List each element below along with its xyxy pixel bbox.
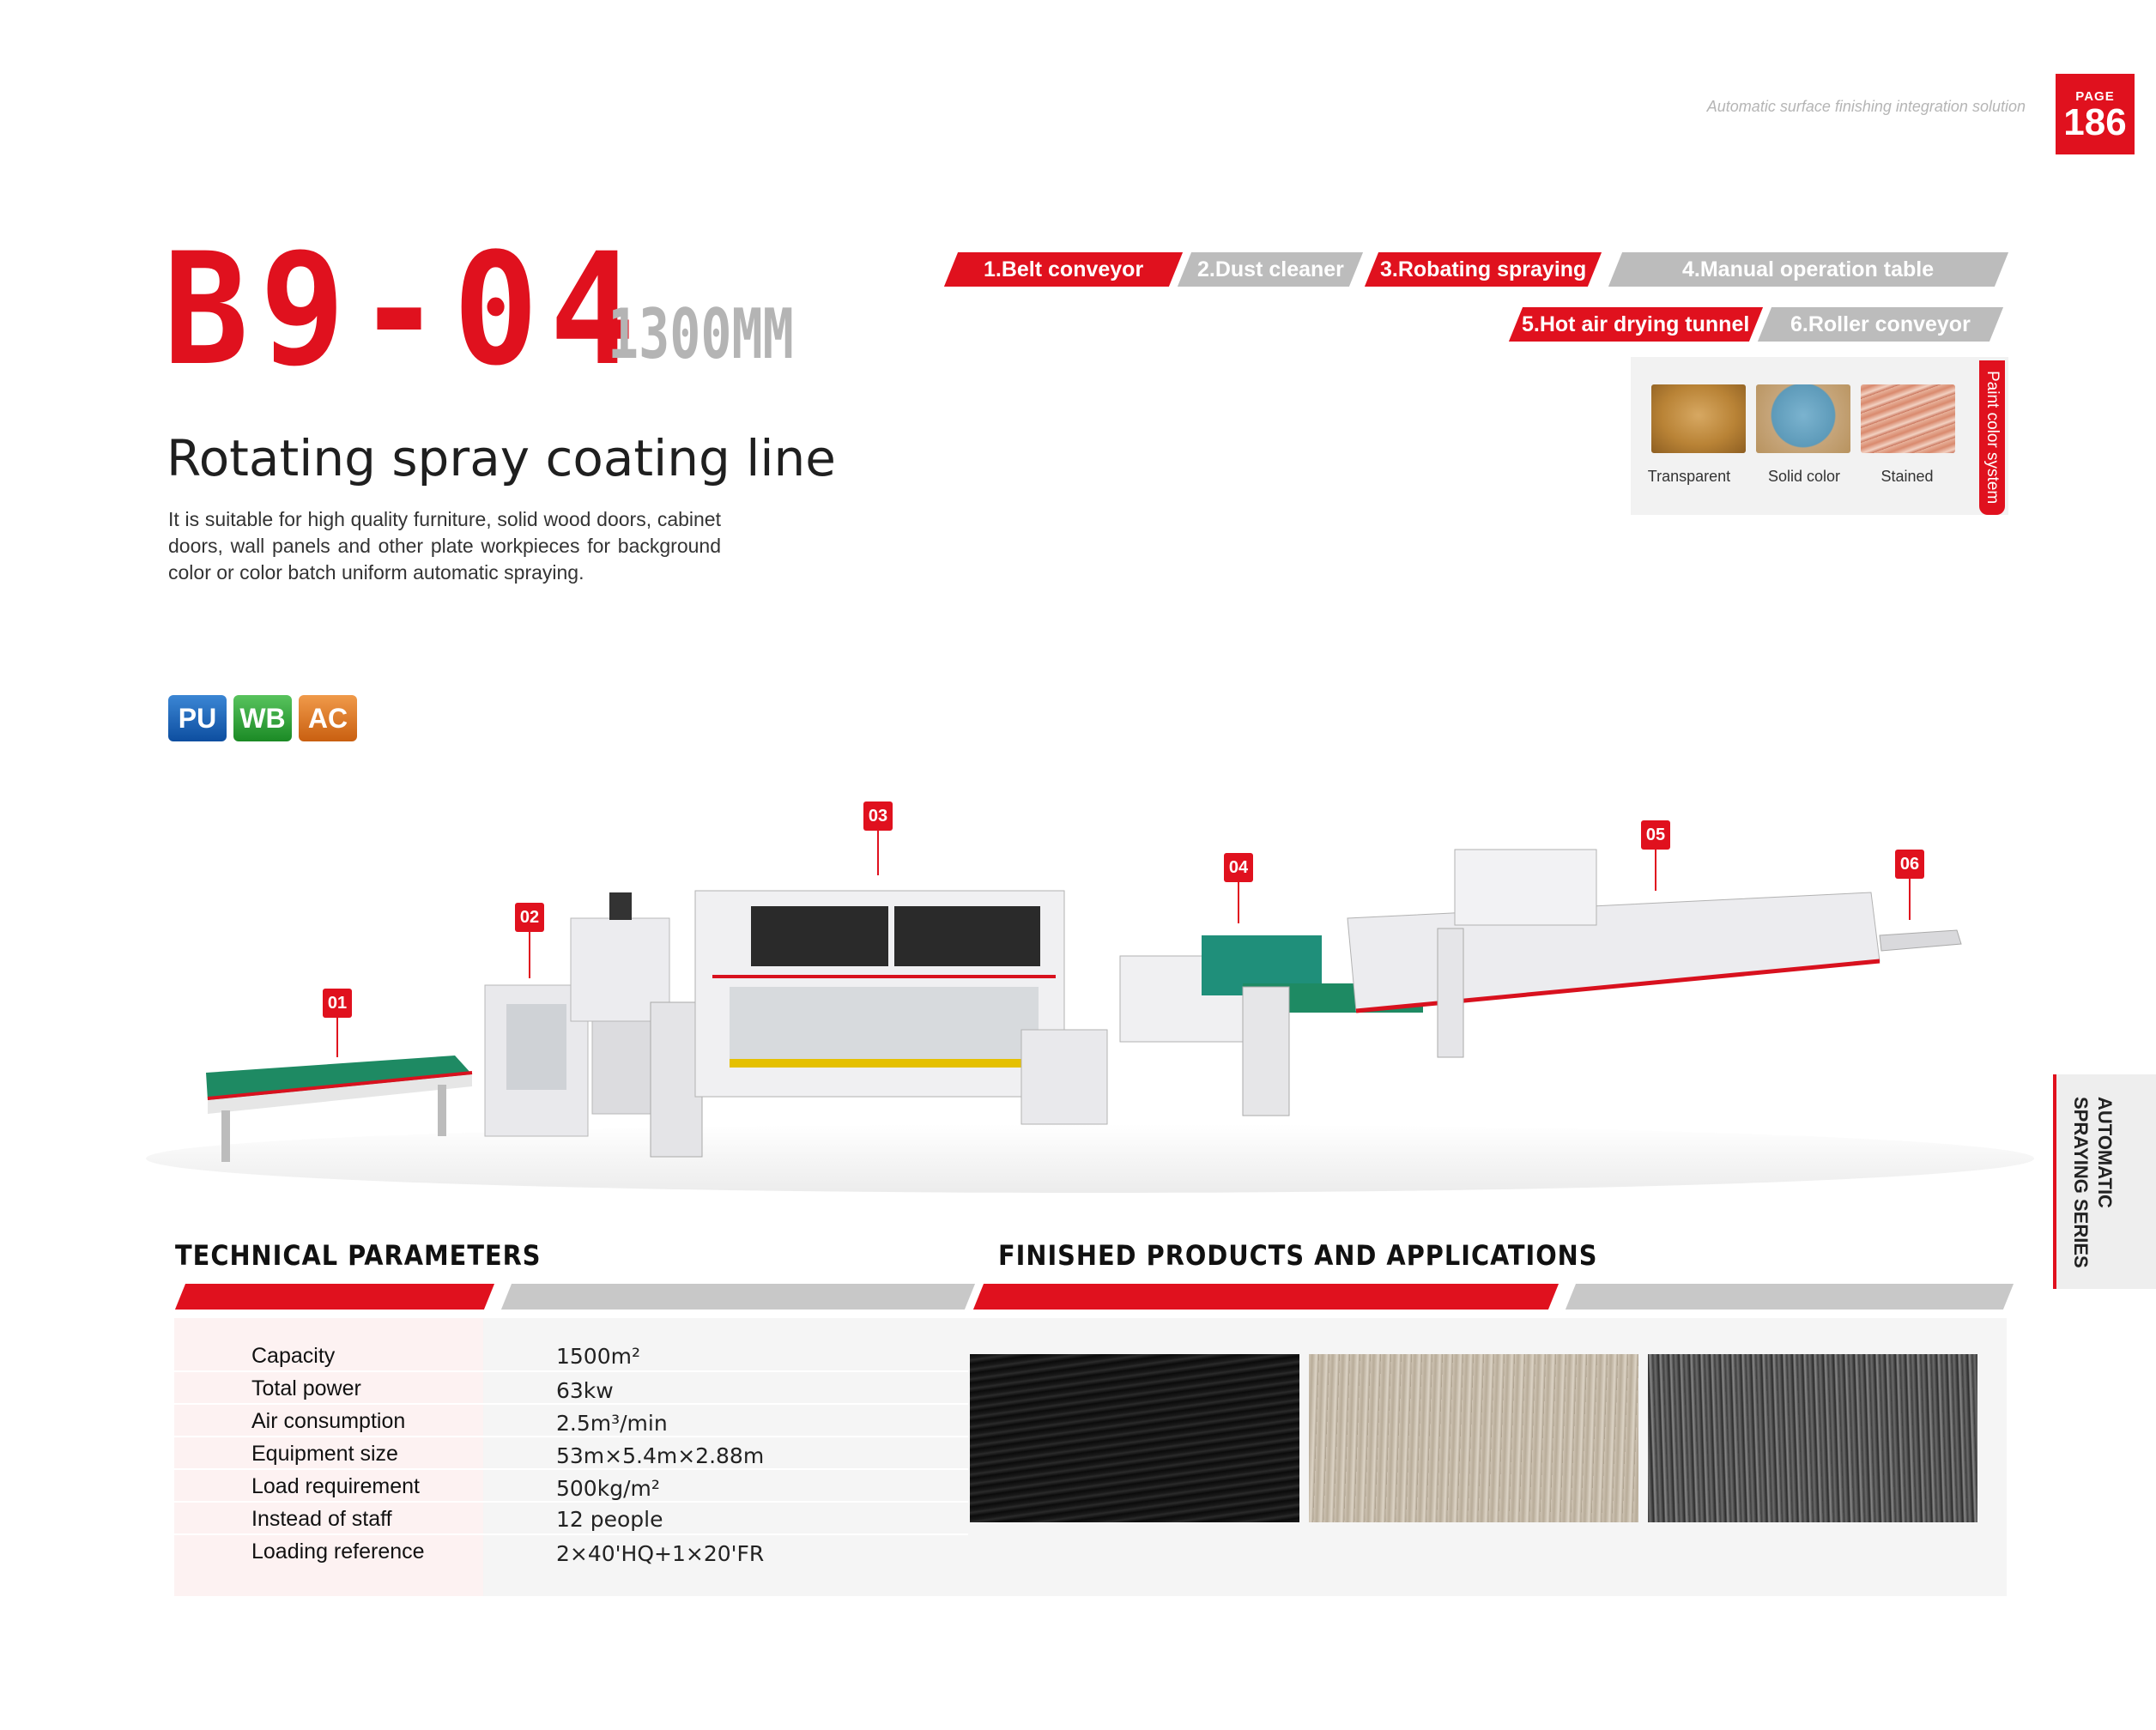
process-step-1: 1.Belt conveyor (943, 252, 1184, 287)
param-label: Equipment size (251, 1442, 398, 1466)
grey-oak-panel-image (1648, 1354, 1977, 1522)
wb-badge: WB (233, 695, 292, 741)
model-size: 1300MM (608, 294, 794, 374)
pu-badge: PU (168, 695, 227, 741)
ac-badge: AC (299, 695, 357, 741)
light-oak-panel-image (1309, 1354, 1638, 1522)
products-red-band (972, 1284, 1559, 1310)
page-label: PAGE (2075, 89, 2115, 104)
series-side-tab (2053, 1074, 2156, 1289)
param-value: 2×40'HQ+1×20'FR (556, 1541, 765, 1566)
param-value: 500kg/m² (556, 1476, 660, 1501)
process-step-3: 3.Robating spraying (1364, 252, 1602, 287)
process-step-6: 6.Roller conveyor (1757, 307, 2004, 342)
callout-04: 04 (1224, 853, 1253, 882)
process-step-4: 4.Manual operation table (1608, 252, 2009, 287)
param-label: Load requirement (251, 1474, 420, 1498)
belt-conveyor-machine (206, 1056, 473, 1162)
callout-03: 03 (863, 801, 893, 831)
callout-02: 02 (515, 903, 544, 932)
paint-color-side-band (1979, 360, 2005, 515)
param-label: Instead of staff (251, 1507, 392, 1531)
param-label: Air consumption (251, 1409, 406, 1433)
param-label: Capacity (251, 1344, 336, 1368)
model-number: B9-04 (163, 221, 646, 400)
param-value: 2.5m³/min (556, 1411, 668, 1436)
callout-05: 05 (1641, 820, 1670, 850)
swatch-label-stained: Stained (1880, 468, 1934, 485)
stained-swatch-icon (1861, 384, 1955, 453)
swatch-label-solid: Solid color (1767, 468, 1841, 485)
page-badge: PAGE 186 (2056, 74, 2135, 154)
params-grey-band (500, 1284, 976, 1310)
rotating-spray-machine (694, 890, 1108, 1125)
wood-swatch-icon (1651, 384, 1746, 453)
param-value: 12 people (556, 1507, 663, 1532)
param-value: 53m×5.4m×2.88m (556, 1443, 765, 1468)
blue-swatch-icon (1756, 384, 1850, 453)
product-title: Rotating spray coating line (167, 429, 836, 487)
parameters-label-column (174, 1318, 483, 1596)
param-value: 63kw (556, 1378, 614, 1403)
product-description: It is suitable for high quality furnitur… (168, 508, 721, 584)
coating-line-illustration (146, 849, 2034, 1193)
hot-air-drying-tunnel-machine (1347, 849, 1880, 1058)
param-label: Loading reference (251, 1539, 425, 1564)
products-grey-band (1565, 1284, 2014, 1310)
finished-products-title: FINISHED PRODUCTS AND APPLICATIONS (998, 1239, 1598, 1272)
page-number: 186 (2063, 101, 2127, 143)
dark-wood-panel-image (970, 1354, 1299, 1522)
process-step-5: 5.Hot air drying tunnel (1508, 307, 1764, 342)
dust-cleaner-machine (484, 892, 696, 1137)
process-step-2: 2.Dust cleaner (1177, 252, 1364, 287)
header-tagline: Automatic surface finishing integration … (1706, 98, 2026, 115)
callout-01: 01 (323, 989, 352, 1018)
paint-color-title: Paint color system (1983, 371, 2002, 505)
technical-parameters-title: TECHNICAL PARAMETERS (175, 1239, 542, 1272)
swatch-label-transparent: Transparent (1647, 468, 1731, 485)
roller-conveyor-machine (1879, 929, 1962, 952)
callout-06: 06 (1895, 850, 1924, 879)
param-value: 1500m² (556, 1344, 640, 1369)
param-label: Total power (251, 1376, 361, 1400)
params-red-band (174, 1284, 495, 1310)
